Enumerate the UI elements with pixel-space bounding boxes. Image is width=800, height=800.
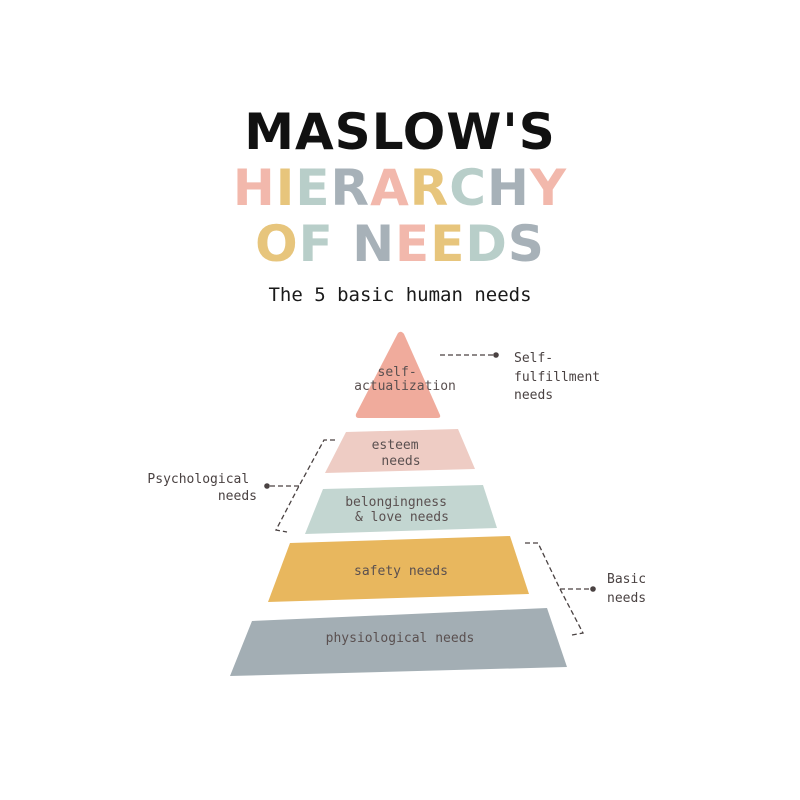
pyramid-level-self-actualization	[355, 331, 441, 418]
level-label-esteem: esteem needs	[372, 438, 427, 469]
connector-dot-basic	[590, 586, 596, 592]
pyramid-level-physiological	[230, 608, 567, 676]
label-basic: Basic needs	[607, 572, 654, 606]
pyramid-level-esteem	[325, 429, 475, 473]
pyramid-level-safety	[268, 536, 529, 602]
pyramid-level-belongingness	[305, 485, 497, 534]
level-label-belongingness: belongingness & love needs	[345, 495, 455, 525]
subtitle: The 5 basic human needs	[268, 284, 532, 306]
title-block: MASLOW'S HIERARCHY OF NEEDS	[0, 104, 800, 272]
bracket-psychological	[270, 439, 335, 533]
title-line-3: OF NEEDS	[255, 215, 545, 273]
label-self-fulfillment: Self- fulfillment needs	[514, 351, 608, 403]
title-line-2: HIERARCHY	[232, 159, 568, 217]
label-psychological: Psychological needs	[147, 472, 257, 504]
bracket-basic	[525, 542, 591, 636]
title-line-1: MASLOW'S	[244, 103, 556, 161]
connector-dot-psychological	[264, 483, 270, 489]
level-label-self-actualization: self- actualization	[354, 365, 456, 394]
level-label-safety: safety needs	[354, 564, 448, 579]
level-label-physiological: physiological needs	[326, 631, 475, 646]
connector-dot-self-fulfillment	[493, 352, 499, 358]
